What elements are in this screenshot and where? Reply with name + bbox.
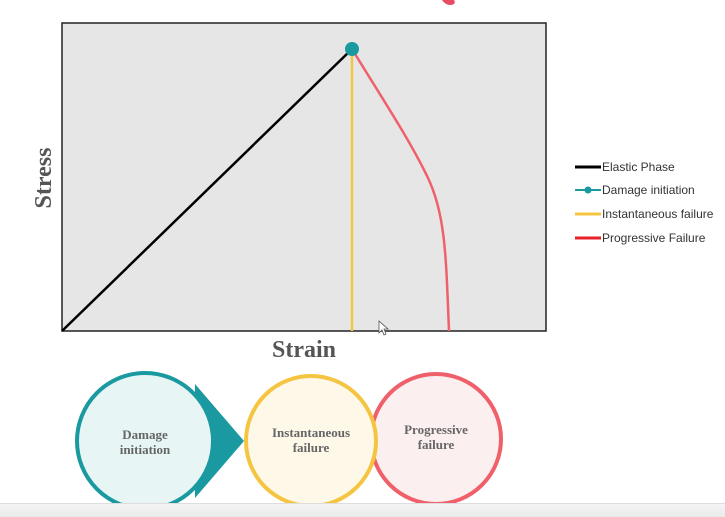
legend-item-elastic-phase: Elastic Phase (575, 160, 675, 174)
progressive-failure-curve (350, 48, 451, 332)
damage-initiation-label-line1: Damage (122, 427, 168, 442)
progressive-failure-label-line2: failure (418, 437, 455, 452)
legend-dot-damage-icon (584, 186, 592, 194)
legend-item-damage-initiation: Damage initiation (575, 183, 695, 197)
legend-label-progressive-failure: Progressive Failure (602, 231, 706, 245)
damage-initiation-label-line2: initiation (120, 442, 171, 457)
legend-item-progressive-failure: Progressive Failure (575, 231, 706, 245)
legend-label-elastic-phase: Elastic Phase (602, 160, 675, 174)
elastic-phase-line (61, 48, 353, 332)
bottom-bar (0, 503, 725, 517)
y-axis-label: Stress (31, 148, 57, 209)
legend-label-damage-initiation: Damage initiation (602, 183, 695, 197)
progressive-failure-label-line1: Progressive (404, 422, 468, 437)
title-fragment (442, 0, 455, 5)
x-axis-label: Strain (272, 337, 336, 363)
legend-label-instantaneous-failure: Instantaneous failure (602, 207, 714, 221)
legend: Elastic Phase Damage initiation Instanta… (575, 160, 714, 245)
legend-item-instantaneous-failure: Instantaneous failure (575, 207, 714, 221)
instantaneous-failure-label-line1: Instantaneous (272, 425, 350, 440)
damage-initiation-point (345, 42, 359, 56)
mouse-cursor-icon (378, 320, 390, 336)
plot-area (61, 22, 547, 332)
instantaneous-failure-label-line2: failure (293, 440, 330, 455)
stage-circles: Damage initiation Progressive failure In… (75, 371, 503, 511)
